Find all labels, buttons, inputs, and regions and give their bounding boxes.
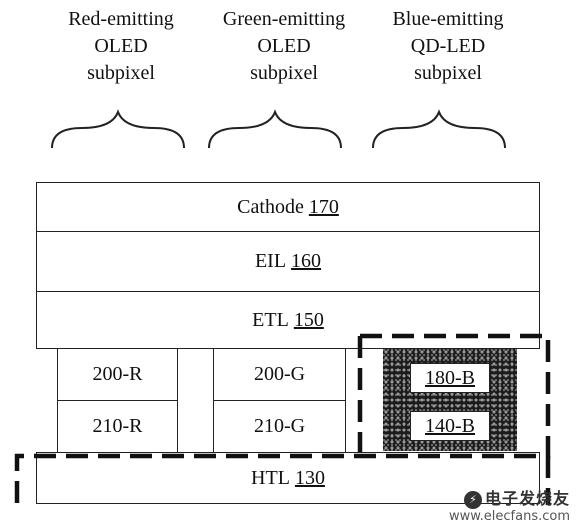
cell-210-r: 210-R <box>57 400 178 453</box>
layer-ref: 160 <box>291 250 322 272</box>
header-line: OLED <box>94 35 148 57</box>
watermark-brand: 电子发烧友 <box>484 488 570 508</box>
cell-210-g: 210-G <box>213 400 346 453</box>
header-blue-subpixel: Blue-emitting QD-LED subpixel <box>373 6 523 87</box>
brace-green <box>208 109 342 149</box>
layer-name: EIL <box>254 250 287 272</box>
header-line: subpixel <box>250 62 318 84</box>
header-line: subpixel <box>87 62 155 84</box>
header-line: QD-LED <box>410 35 486 57</box>
htl-layer: HTL 130 <box>36 452 540 504</box>
watermark-url: www.elecfans.com <box>448 509 570 524</box>
layer-name: HTL <box>251 466 290 489</box>
header-line: Red-emitting <box>68 8 174 30</box>
cell-180-b: 180-B <box>410 363 490 393</box>
header-line: OLED <box>257 35 311 57</box>
layer-name: ETL <box>252 308 289 331</box>
layer-ref: 170 <box>308 195 339 218</box>
brand-logo-icon: ⚡ <box>463 491 482 509</box>
brace-blue <box>372 109 506 149</box>
header-line: subpixel <box>414 62 482 84</box>
header-line: Blue-emitting <box>392 8 504 30</box>
brace-red <box>51 109 185 149</box>
cell-140-b: 140-B <box>410 411 490 441</box>
header-line: Green-emitting <box>222 8 346 30</box>
layer-ref: 150 <box>293 308 324 331</box>
cell-200-g: 200-G <box>213 348 346 401</box>
etl-layer: ETL 150 <box>36 291 540 349</box>
watermark: ⚡电子发烧友 www.elecfans.com <box>448 488 570 524</box>
layer-name: Cathode <box>237 195 304 218</box>
header-red-subpixel: Red-emitting OLED subpixel <box>46 6 196 87</box>
header-green-subpixel: Green-emitting OLED subpixel <box>209 6 359 87</box>
eil-layer: EIL 160 <box>36 231 540 292</box>
layer-ref: 130 <box>294 466 325 489</box>
